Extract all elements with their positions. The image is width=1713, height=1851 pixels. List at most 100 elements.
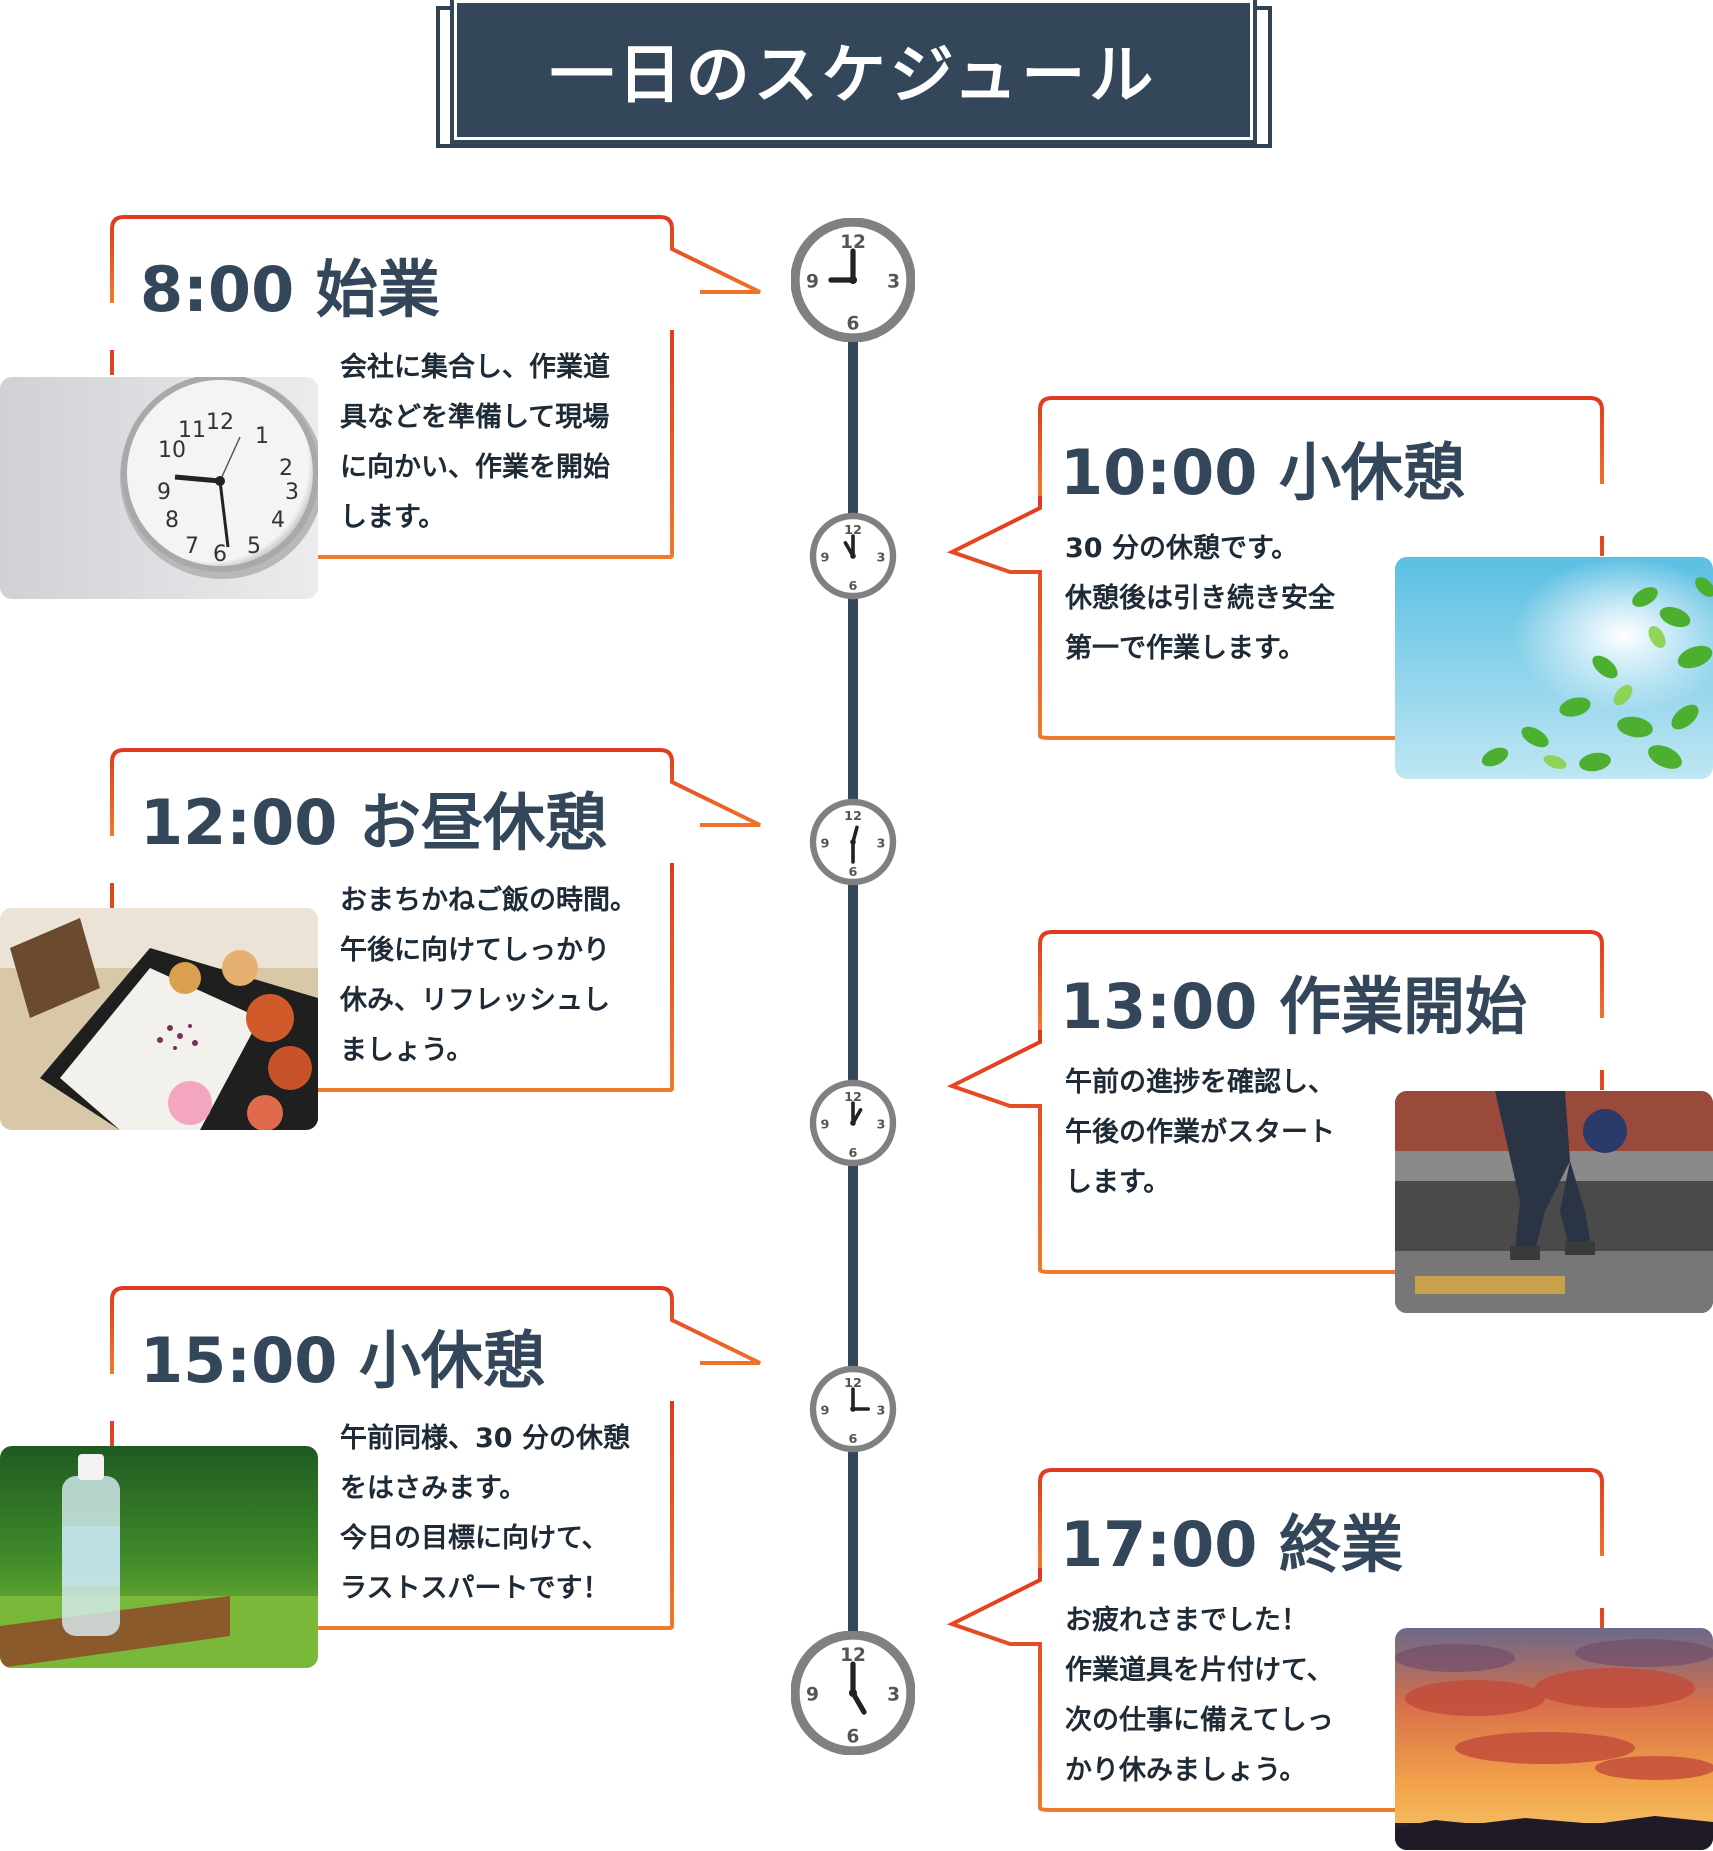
clock-numeral: 6 xyxy=(849,865,858,880)
description-line: 午後の作業がスタート xyxy=(1065,1117,1335,1148)
description-line: 第一で作業します。 xyxy=(1065,633,1306,664)
clock-numeral: 6 xyxy=(849,1432,858,1447)
description: 30 分の休憩です。 休憩後は引き続き安全 第一で作業します。 xyxy=(1065,524,1335,674)
clock-numeral: 3 xyxy=(877,1117,886,1132)
clock-icon: 12 3 6 9 xyxy=(809,1079,897,1167)
description-line: 会社に集合し、作業道 xyxy=(340,352,610,383)
description: 午前の進捗を確認し、 午後の作業がスタート します。 xyxy=(1065,1058,1335,1208)
time-title: 17:00 終業 xyxy=(1060,1508,1403,1581)
description-line: 休憩後は引き続き安全 xyxy=(1065,583,1335,614)
svg-text:5: 5 xyxy=(247,534,261,559)
description-line: 次の仕事に備えてしっ xyxy=(1065,1705,1334,1736)
time-title: 10:00 小休憩 xyxy=(1060,436,1465,509)
description-line: 午前の進捗を確認し、 xyxy=(1065,1067,1335,1098)
clock-icon: 12 3 6 9 xyxy=(809,798,897,886)
construction-worker-photo xyxy=(1395,1091,1713,1313)
title-banner: 一日のスケジュール xyxy=(450,0,1257,144)
description-line: します。 xyxy=(1065,1167,1171,1198)
clock-numeral: 6 xyxy=(847,313,860,334)
description: 午前同様、30 分の休憩 をはさみます。 今日の目標に向けて、 ラストスパートで… xyxy=(340,1414,630,1614)
speech-bubble-frame xyxy=(946,930,1604,1274)
water-bottle-park-photo xyxy=(0,1446,318,1668)
svg-text:8: 8 xyxy=(165,508,179,533)
clock-center xyxy=(850,553,856,559)
description: おまちかねご飯の時間。 午後に向けてしっかり 休み、リフレッシュし ましょう。 xyxy=(340,876,637,1076)
clock-numeral: 12 xyxy=(840,1645,866,1666)
clock-numeral: 12 xyxy=(844,1376,862,1391)
svg-text:2: 2 xyxy=(279,456,293,481)
description: お疲れさまでした！ 作業道具を片付けて、 次の仕事に備えてしっ かり休みましょう… xyxy=(1065,1596,1334,1796)
svg-text:9: 9 xyxy=(157,480,171,505)
schedule-item-0800: 8:00 始業 会社に集合し、作業道 具などを準備して現場 に向かい、作業を開始… xyxy=(0,215,761,605)
description: 会社に集合し、作業道 具などを準備して現場 に向かい、作業を開始 します。 xyxy=(340,343,610,543)
speech-bubble-frame xyxy=(110,748,761,1092)
sunset-sky-photo-image xyxy=(1395,1628,1713,1850)
schedule-item-1300: 13:00 作業開始 午前の進捗を確認し、 午後の作業がスタート します。 xyxy=(946,930,1610,1290)
clock-numeral: 3 xyxy=(887,272,900,293)
description-line: ラストスパートです！ xyxy=(340,1573,610,1604)
schedule-item-1500: 15:00 小休憩 午前同様、30 分の休憩 をはさみます。 今日の目標に向けて… xyxy=(0,1286,761,1676)
bento-lunch-photo xyxy=(0,908,318,1130)
clock-center xyxy=(850,1406,856,1412)
svg-text:11: 11 xyxy=(178,418,206,443)
clock-numeral: 3 xyxy=(877,1403,886,1418)
description-line: おまちかねご飯の時間。 xyxy=(340,885,637,916)
green-leaves-sky-photo-image xyxy=(1395,557,1713,779)
clock-numeral: 12 xyxy=(844,1090,862,1105)
water-bottle-park-photo-image xyxy=(0,1446,318,1668)
clock-numeral: 12 xyxy=(840,232,866,253)
clock-numeral: 9 xyxy=(806,1685,819,1706)
description-line: 作業道具を片付けて、 xyxy=(1065,1655,1334,1686)
schedule-item-1200: 12:00 お昼休憩 おまちかねご飯の時間。 午後に向けてしっかり 休み、リフレ… xyxy=(0,748,761,1138)
clock-icon: 12 3 6 9 xyxy=(791,218,915,342)
clock-numeral: 12 xyxy=(844,809,862,824)
clock-center xyxy=(850,1120,856,1126)
description-line: をはさみます。 xyxy=(340,1473,527,1504)
description-line: ましょう。 xyxy=(340,1035,474,1066)
page-title: 一日のスケジュール xyxy=(549,39,1158,113)
clock-numeral: 9 xyxy=(806,272,819,293)
speech-bubble-frame xyxy=(110,215,761,559)
construction-worker-photo-image xyxy=(1395,1091,1713,1313)
description-line: 具などを準備して現場 xyxy=(340,402,610,433)
description-line: お疲れさまでした！ xyxy=(1065,1605,1308,1636)
description-line: 今日の目標に向けて、 xyxy=(340,1523,609,1554)
clock-numeral: 9 xyxy=(821,836,830,851)
clock-numeral: 9 xyxy=(821,1403,830,1418)
time-title: 13:00 作業開始 xyxy=(1060,970,1527,1043)
bento-lunch-photo-image xyxy=(0,908,318,1130)
clock-center xyxy=(848,275,858,285)
clock-numeral: 3 xyxy=(877,550,886,565)
speech-bubble-frame xyxy=(110,1286,761,1630)
description-line: 午前同様、30 分の休憩 xyxy=(340,1423,630,1454)
clock-center xyxy=(850,839,856,845)
svg-text:4: 4 xyxy=(271,508,285,533)
svg-text:12: 12 xyxy=(206,410,234,435)
clock-numeral: 9 xyxy=(821,550,830,565)
time-title: 15:00 小休憩 xyxy=(140,1324,545,1397)
svg-text:6: 6 xyxy=(213,542,227,567)
sunset-sky-photo xyxy=(1395,1628,1713,1850)
clock-numeral: 6 xyxy=(849,579,858,594)
clock-icon: 12 3 6 9 xyxy=(791,1631,915,1755)
description-line: 30 分の休憩です。 xyxy=(1065,533,1299,564)
description-line: かり休みましょう。 xyxy=(1065,1755,1307,1786)
svg-text:10: 10 xyxy=(158,438,186,463)
speech-bubble-frame xyxy=(946,396,1604,740)
clock-numeral: 3 xyxy=(887,1685,900,1706)
schedule-item-1000: 10:00 小休憩 30 分の休憩です。 休憩後は引き続き安全 第一で作業します… xyxy=(946,396,1610,756)
timeline-line xyxy=(848,320,858,1690)
clock-center xyxy=(848,1688,858,1698)
svg-text:7: 7 xyxy=(185,534,199,559)
clock-numeral: 3 xyxy=(877,836,886,851)
description-line: に向かい、作業を開始 xyxy=(340,452,610,483)
description-line: します。 xyxy=(340,502,446,533)
svg-text:3: 3 xyxy=(285,480,299,505)
clock-numeral: 6 xyxy=(849,1146,858,1161)
clock-numeral: 6 xyxy=(847,1726,860,1747)
clock-numeral: 9 xyxy=(821,1117,830,1132)
clock-numeral: 12 xyxy=(844,523,862,538)
green-leaves-sky-photo xyxy=(1395,557,1713,779)
